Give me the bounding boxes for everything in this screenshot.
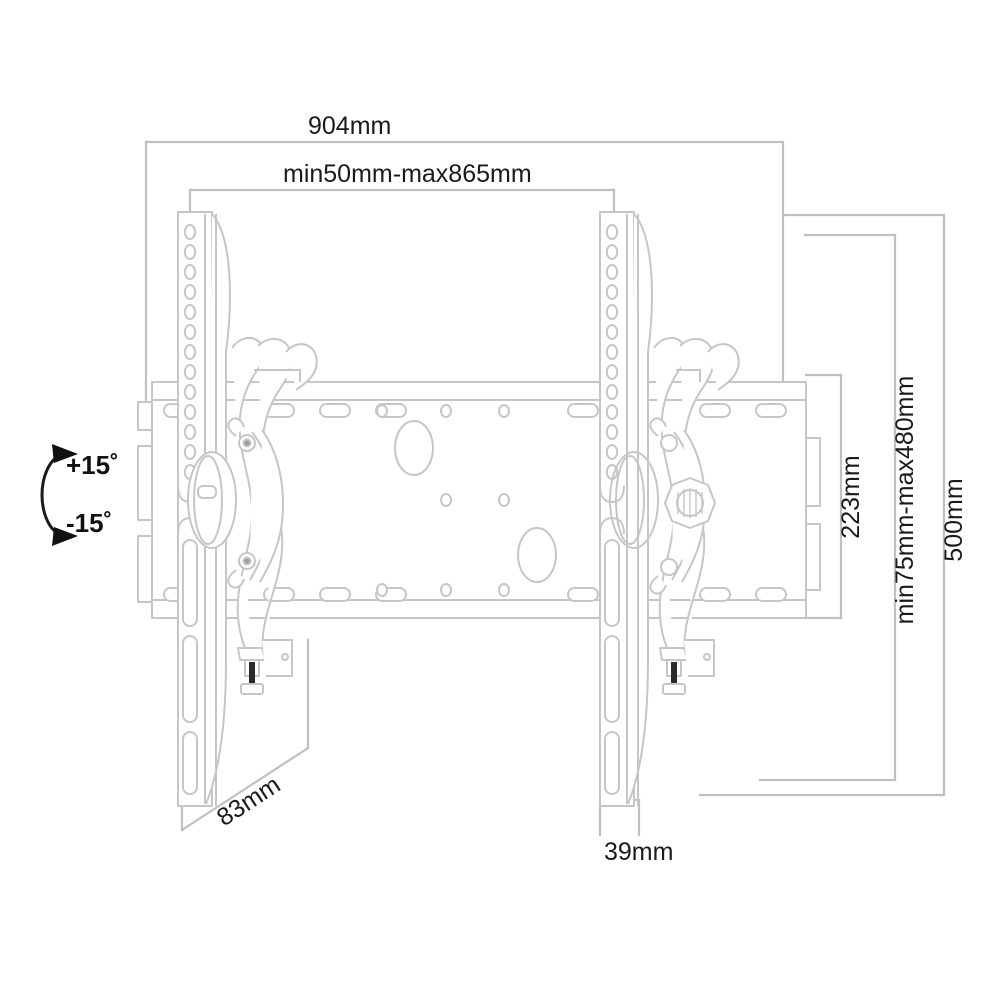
tilt-angle-indicator: +15˚ -15˚ [40,444,119,546]
tilt-up-angle-label: +15˚ [66,450,119,480]
right-pivot-bolt-lower [649,558,678,595]
dimension-lines-group [144,140,946,837]
right-rail-hole-column [605,224,619,480]
wall-plate-bolt-holes [376,404,510,597]
label-mount-height-range: min75mm-max480mm [891,376,919,625]
arrow-head-down-icon [52,527,78,546]
right-pivot-bolt-upper [649,417,678,452]
left-pivot-bolt-lower [227,552,256,589]
tilt-down-angle-label: -15˚ [66,508,112,538]
dimension-500mm [698,213,946,797]
arrow-head-up-icon [52,444,78,463]
dimension-min75-max480 [758,233,897,782]
dimension-904mm [144,140,785,402]
bracket-geometry-group [137,211,821,807]
left-tilt-disc [187,451,237,549]
left-rail-long-slots [182,539,198,795]
label-mount-width-range: min50mm-max865mm [283,160,532,188]
right-lock-screw [659,639,715,695]
right-tilt-disc [609,451,659,549]
tilt-rotation-arc-icon [40,453,61,537]
label-overall-width: 904mm [308,112,391,140]
left-tilt-arm [231,337,318,673]
dimension-min50-max865 [188,188,616,232]
label-depth-right: 39mm [604,838,673,866]
left-lock-screw [237,639,293,695]
right-rail-long-slots [604,539,620,795]
wall-plate-lower-slots [163,587,787,602]
dimension-223mm [804,373,843,620]
left-rail-hole-column [183,224,197,480]
label-depth-left: 83mm [212,771,286,832]
left-pivot-bolt-upper [227,417,256,452]
right-rail-end-caps [599,485,625,535]
wall-plate-cable-cutouts [394,420,557,583]
label-overall-height: 500mm [940,478,968,561]
tilt-adjustment-knob[interactable] [664,477,716,529]
label-plate-height: 223mm [837,455,865,538]
